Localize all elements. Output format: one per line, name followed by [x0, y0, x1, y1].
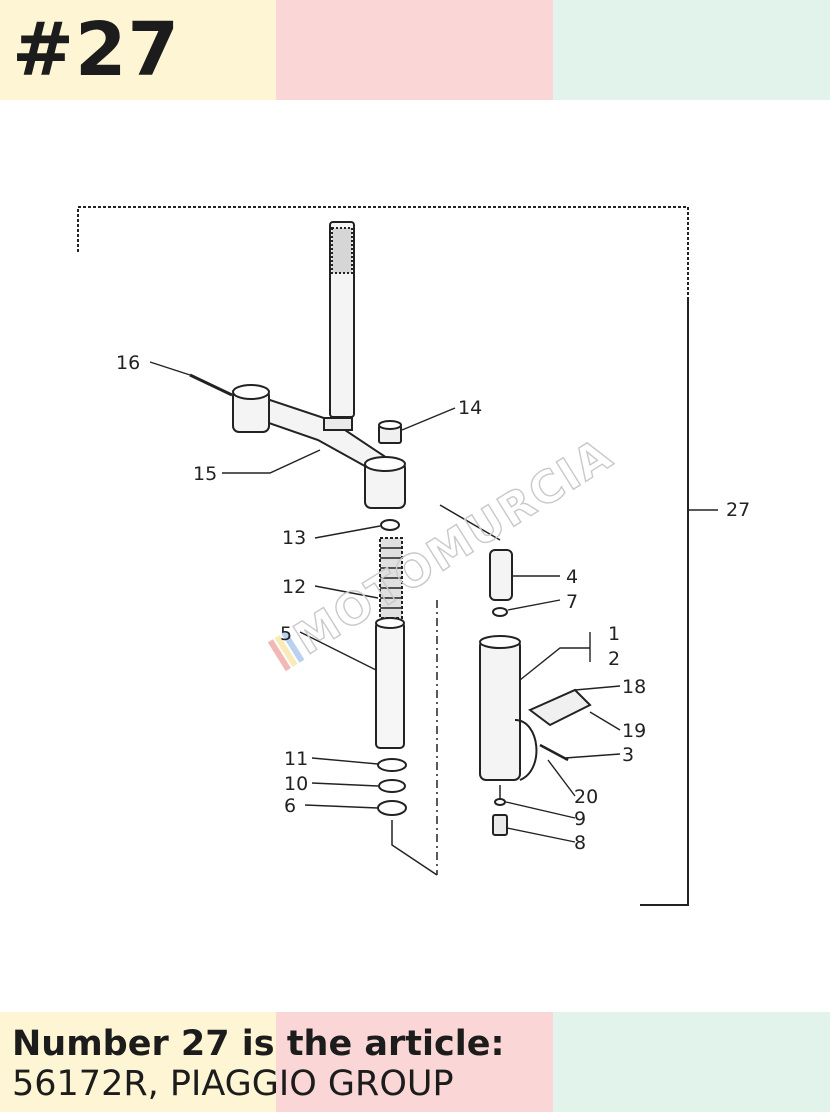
callout-19: 19: [622, 720, 646, 742]
callout-8: 8: [574, 832, 586, 854]
ring-10: [378, 779, 406, 793]
nut-14-top: [378, 420, 402, 430]
seal-6: [377, 800, 407, 816]
axle-lug: [514, 719, 538, 781]
footer-band-pink: [276, 1012, 553, 1112]
pin-20: [539, 743, 569, 762]
column-base: [323, 417, 353, 431]
article-code: 56172R, PIAGGIO GROUP: [12, 1064, 454, 1104]
bolt-16: [189, 373, 233, 397]
callout-6: 6: [284, 795, 296, 817]
article-heading: Number 27 is the article:: [12, 1024, 505, 1064]
callout-7: 7: [566, 591, 578, 613]
assembly-bracket: [77, 206, 689, 405]
tube-5: [375, 621, 405, 749]
callout-20: 20: [574, 786, 598, 808]
callout-12: 12: [282, 576, 306, 598]
leader-lines: [149, 361, 621, 843]
callout-3: 3: [622, 744, 634, 766]
watermark-text: MOTOMURCIA: [286, 429, 622, 666]
fork-leg-1: [479, 639, 521, 781]
callout-15: 15: [193, 463, 217, 485]
spring-coils: [380, 547, 402, 609]
footer-band-green: [553, 1012, 830, 1112]
clamp-left-top: [232, 384, 270, 400]
callout-9: 9: [574, 808, 586, 830]
bolt-8: [492, 814, 508, 836]
assembly-bracket-right: [640, 300, 689, 906]
axis-right-top: [439, 504, 501, 541]
footer-band-yellow: [0, 1012, 276, 1112]
tube-5-top: [375, 617, 405, 629]
clamp-right-top: [364, 456, 406, 472]
cartridge-4: [489, 549, 513, 601]
callout-14: 14: [458, 397, 482, 419]
callout-16: 16: [116, 352, 140, 374]
callout-13: 13: [282, 527, 306, 549]
header-band-yellow: [0, 0, 276, 100]
fork-leg-1-top: [479, 635, 521, 649]
callout-5: 5: [280, 623, 292, 645]
ring-11: [377, 758, 407, 772]
footer-band: [0, 1012, 830, 1112]
column-thread: [331, 227, 353, 274]
exploded-parts-diagram: MOTOMURCIA 16 14 15 27 13 12 4 7 5 1 2 1…: [77, 206, 750, 906]
header-band-green: [553, 0, 830, 100]
header-band-pink: [276, 0, 553, 100]
callout-18: 18: [622, 676, 646, 698]
washer-7: [492, 607, 508, 617]
reference-number: #27: [12, 7, 180, 93]
callout-2: 2: [608, 648, 620, 670]
callout-4: 4: [566, 566, 578, 588]
washer-13: [380, 519, 400, 531]
callout-27: 27: [726, 499, 750, 521]
caliper-bracket-18: [528, 688, 592, 727]
header-band: [0, 0, 830, 100]
callout-11: 11: [284, 748, 308, 770]
callout-1: 1: [608, 623, 620, 645]
axis-left-bottom: [391, 820, 438, 876]
watermark: MOTOMURCIA: [267, 428, 623, 672]
washer-9: [494, 798, 506, 806]
callout-10: 10: [284, 773, 308, 795]
